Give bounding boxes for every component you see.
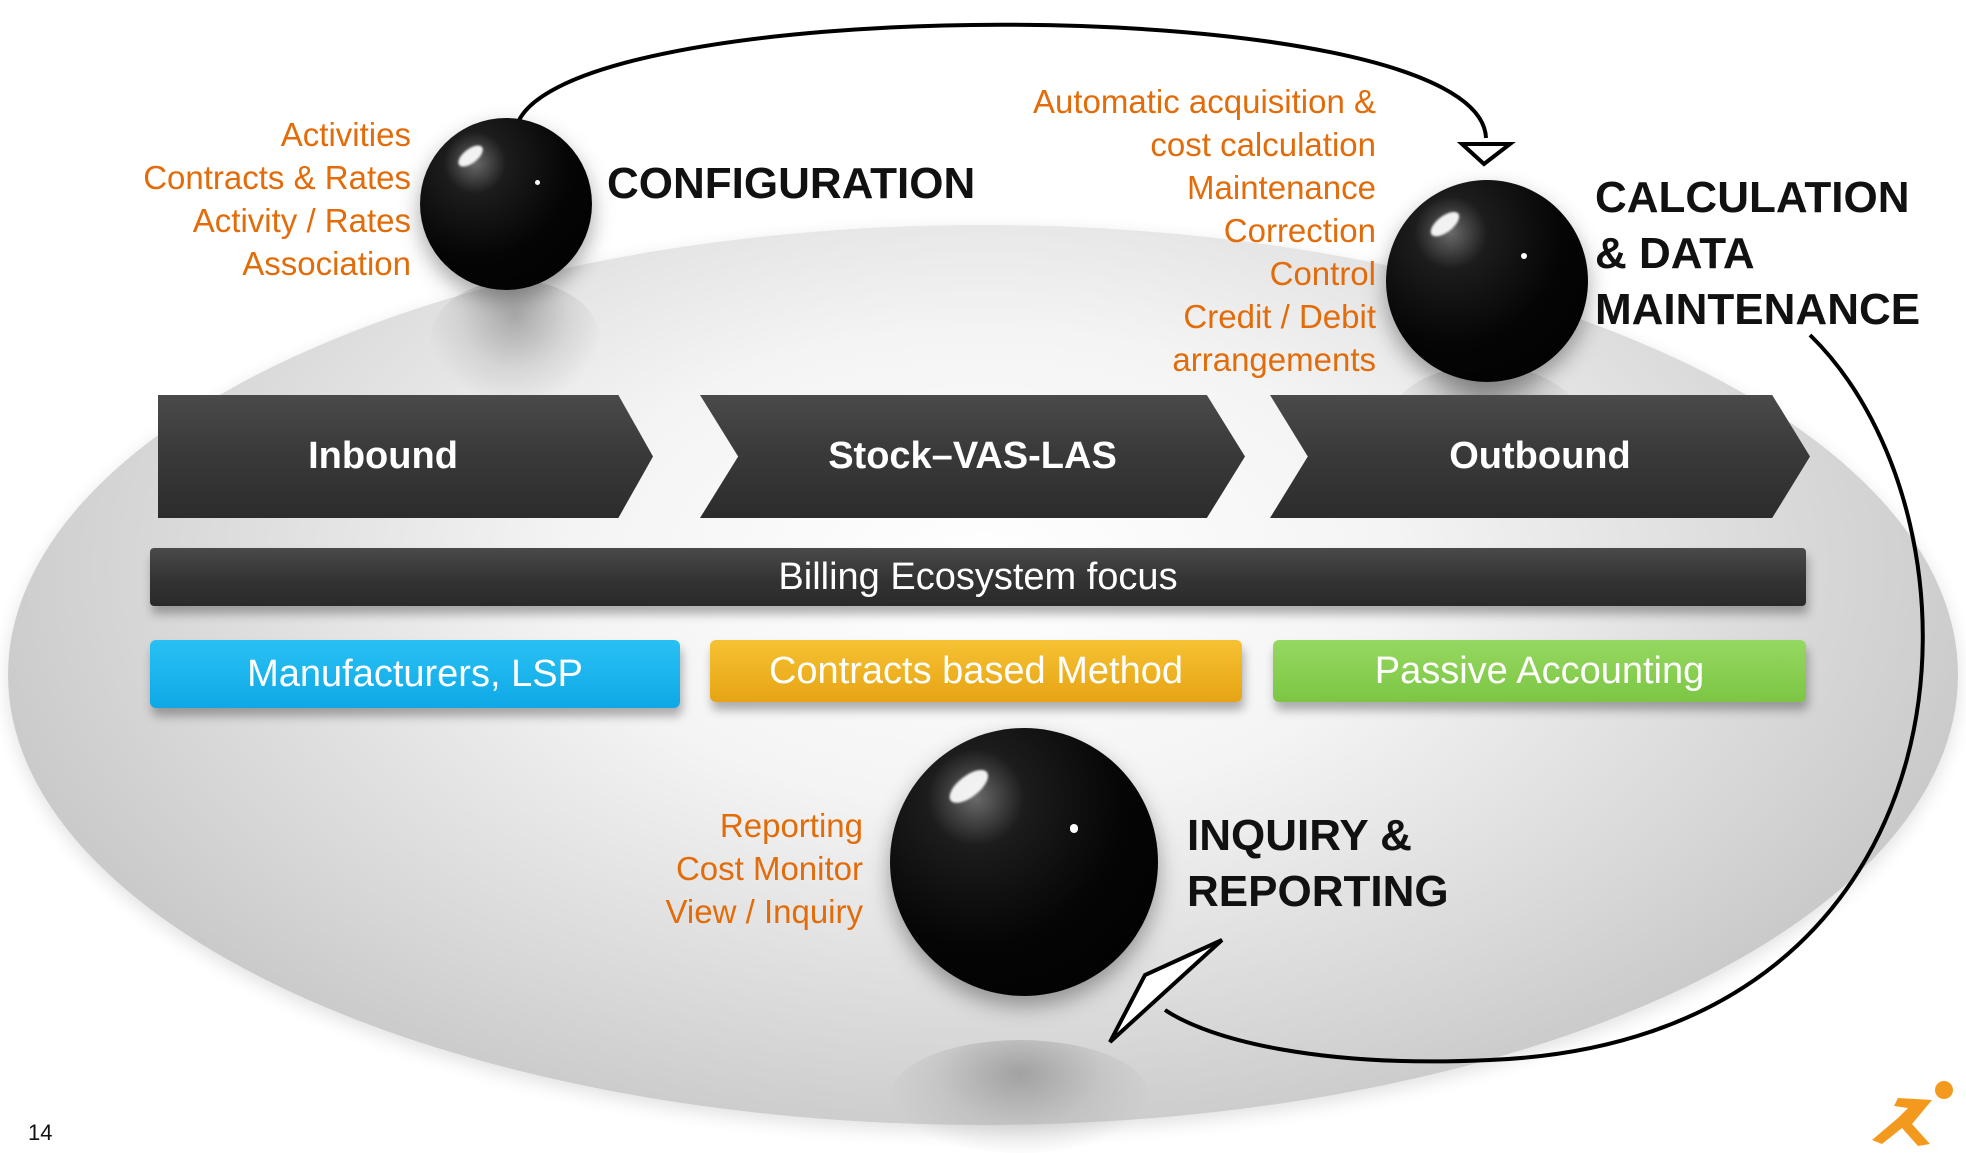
arrow-calculation-to-inquiry	[1163, 333, 1925, 1064]
inquiry-item: Cost Monitor	[675, 850, 863, 887]
pillar-accounting: Passive Accounting	[1273, 640, 1806, 702]
inquiry-heading: INQUIRY & REPORTING	[1187, 808, 1449, 920]
calculation-item: Automatic acquisition &	[1032, 83, 1376, 120]
calculation-heading: CALCULATION & DATA MAINTENANCE	[1595, 170, 1920, 338]
inquiry-heading-line: INQUIRY &	[1187, 811, 1412, 860]
calculation-item: Maintenance	[1187, 169, 1376, 206]
calculation-item: cost calculation	[1150, 126, 1376, 163]
arrowhead-inquiry-icon	[1108, 938, 1224, 1044]
inquiry-heading-line: REPORTING	[1187, 867, 1449, 916]
configuration-item: Contracts & Rates	[143, 159, 411, 196]
process-step-outbound: Outbound	[1270, 395, 1810, 518]
process-step-inbound: Inbound	[158, 395, 653, 518]
configuration-item: Activity / Rates	[192, 202, 411, 239]
calculation-sphere-icon	[1386, 180, 1588, 382]
sphere-reflection	[890, 1040, 1150, 1153]
process-step-label: Outbound	[1449, 435, 1631, 477]
calculation-items: Automatic acquisition & cost calculation…	[1033, 80, 1376, 381]
process-step-label: Stock–VAS-LAS	[828, 435, 1117, 477]
calculation-item: Credit / Debit	[1183, 298, 1376, 335]
calculation-heading-line: MAINTENANCE	[1595, 285, 1921, 334]
calculation-heading-line: CALCULATION	[1595, 173, 1910, 222]
billing-focus-bar: Billing Ecosystem focus	[150, 548, 1806, 606]
process-step-label: Inbound	[308, 435, 458, 477]
calculation-heading-line: & DATA	[1595, 229, 1755, 278]
calculation-item: arrangements	[1172, 341, 1376, 378]
inquiry-sphere-icon	[890, 728, 1158, 996]
configuration-heading: CONFIGURATION	[607, 159, 976, 208]
inquiry-item: Reporting	[719, 807, 863, 844]
configuration-items: Activities Contracts & Rates Activity / …	[143, 113, 411, 285]
inquiry-item: View / Inquiry	[665, 893, 863, 930]
pillar-contracts: Contracts based Method	[710, 640, 1242, 702]
arrow-config-to-calculation	[513, 22, 1488, 139]
sphere-reflection	[430, 280, 600, 400]
configuration-sphere-icon	[420, 118, 592, 290]
running-figure-logo-icon	[1872, 1081, 1953, 1146]
calculation-item: Correction	[1223, 212, 1376, 249]
calculation-item: Control	[1269, 255, 1376, 292]
page-number: 14	[28, 1120, 53, 1145]
inquiry-items: Reporting Cost Monitor View / Inquiry	[666, 804, 863, 933]
pillar-manufacturers: Manufacturers, LSP	[150, 640, 680, 708]
arrowhead-calculation-icon	[1456, 142, 1516, 167]
process-step-stock: Stock–VAS-LAS	[700, 395, 1245, 518]
configuration-item: Activities	[280, 116, 411, 153]
configuration-item: Association	[242, 245, 411, 282]
